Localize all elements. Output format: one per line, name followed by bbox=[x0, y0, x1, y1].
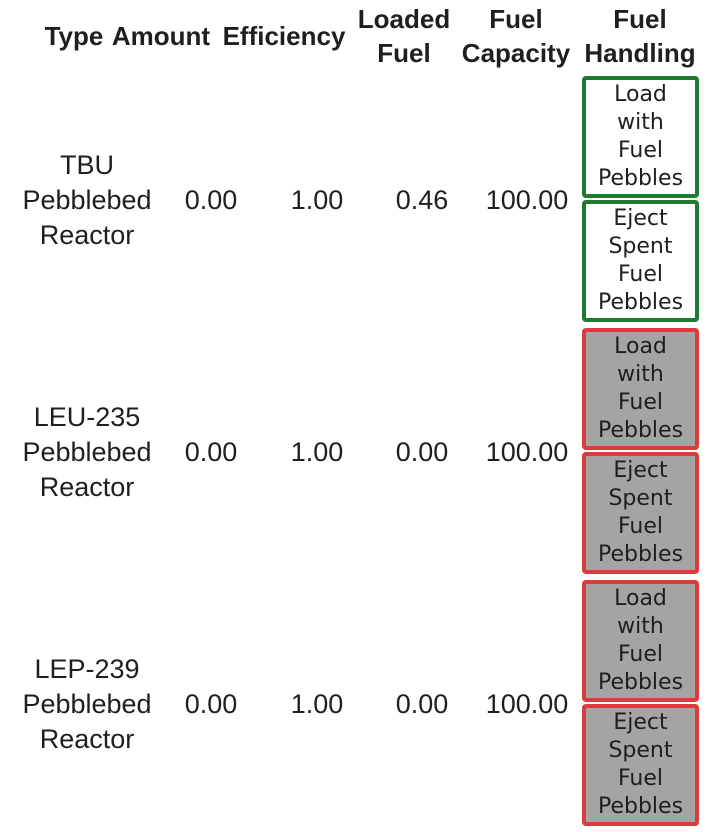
reactor-amount: 0.00 bbox=[184, 436, 238, 467]
load-fuel-pebbles-button[interactable]: Load with Fuel Pebbles bbox=[582, 328, 699, 450]
reactor-fuel-capacity: 100.00 bbox=[485, 436, 569, 467]
header-amount: Amount bbox=[111, 21, 211, 51]
reactor-efficiency: 1.00 bbox=[290, 688, 344, 719]
reactor-type: LEU-235 Pebblebed Reactor bbox=[22, 401, 152, 502]
table-row: TBU Pebblebed Reactor 0.00 1.00 0.46 100… bbox=[0, 76, 715, 328]
eject-spent-fuel-pebbles-button[interactable]: Eject Spent Fuel Pebbles bbox=[582, 452, 699, 574]
table-row: LEP-239 Pebblebed Reactor 0.00 1.00 0.00… bbox=[0, 580, 715, 832]
reactor-type: TBU Pebblebed Reactor bbox=[22, 149, 152, 250]
reactor-efficiency: 1.00 bbox=[290, 184, 344, 215]
header-loaded-fuel: Loaded Fuel bbox=[357, 4, 451, 68]
eject-spent-fuel-pebbles-button[interactable]: Eject Spent Fuel Pebbles bbox=[582, 704, 699, 826]
reactor-fuel-capacity: 100.00 bbox=[485, 688, 569, 719]
eject-spent-fuel-pebbles-button[interactable]: Eject Spent Fuel Pebbles bbox=[582, 200, 699, 322]
reactor-type: LEP-239 Pebblebed Reactor bbox=[22, 653, 152, 754]
reactor-fuel-capacity: 100.00 bbox=[485, 184, 569, 215]
load-fuel-pebbles-button[interactable]: Load with Fuel Pebbles bbox=[582, 580, 699, 702]
header-fuel-handling: Fuel Handling bbox=[584, 4, 696, 68]
reactor-efficiency: 1.00 bbox=[290, 436, 344, 467]
header-fuel-capacity: Fuel Capacity bbox=[461, 4, 571, 68]
load-fuel-pebbles-button[interactable]: Load with Fuel Pebbles bbox=[582, 76, 699, 198]
header-type: Type bbox=[44, 21, 104, 51]
reactor-amount: 0.00 bbox=[184, 184, 238, 215]
reactor-amount: 0.00 bbox=[184, 688, 238, 719]
header-efficiency: Efficiency bbox=[222, 21, 346, 51]
table-header: Type Amount Efficiency Loaded Fuel Fuel … bbox=[0, 0, 715, 72]
table-row: LEU-235 Pebblebed Reactor 0.00 1.00 0.00… bbox=[0, 328, 715, 580]
reactor-loaded-fuel: 0.00 bbox=[395, 688, 449, 719]
reactor-loaded-fuel: 0.46 bbox=[395, 184, 449, 215]
reactor-loaded-fuel: 0.00 bbox=[395, 436, 449, 467]
